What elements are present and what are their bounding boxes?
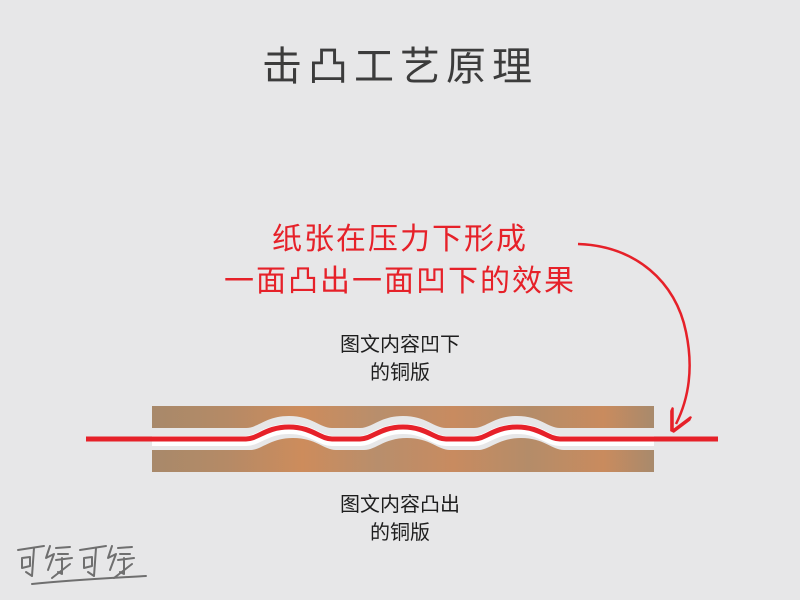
top-plate-label-line-2: 的铜版 (370, 360, 430, 384)
annotation-line-1: 纸张在压力下形成 (272, 222, 528, 257)
bottom-copper-plate (152, 438, 654, 472)
top-plate-label: 图文内容凹下 的铜版 (250, 330, 550, 386)
annotation-line-2: 一面凸出一面凹下的效果 (224, 264, 576, 299)
bottom-plate-label: 图文内容凸出 的铜版 (250, 490, 550, 546)
top-plate-label-line-1: 图文内容凹下 (340, 332, 460, 356)
bottom-plate-label-line-2: 的铜版 (370, 520, 430, 544)
top-copper-plate (152, 406, 654, 428)
bottom-plate-label-line-1: 图文内容凸出 (340, 492, 460, 516)
annotation-arrow (577, 242, 690, 424)
page-title: 击凸工艺原理 (262, 44, 538, 90)
paper-line (86, 424, 718, 442)
signature-watermark (17, 545, 147, 585)
